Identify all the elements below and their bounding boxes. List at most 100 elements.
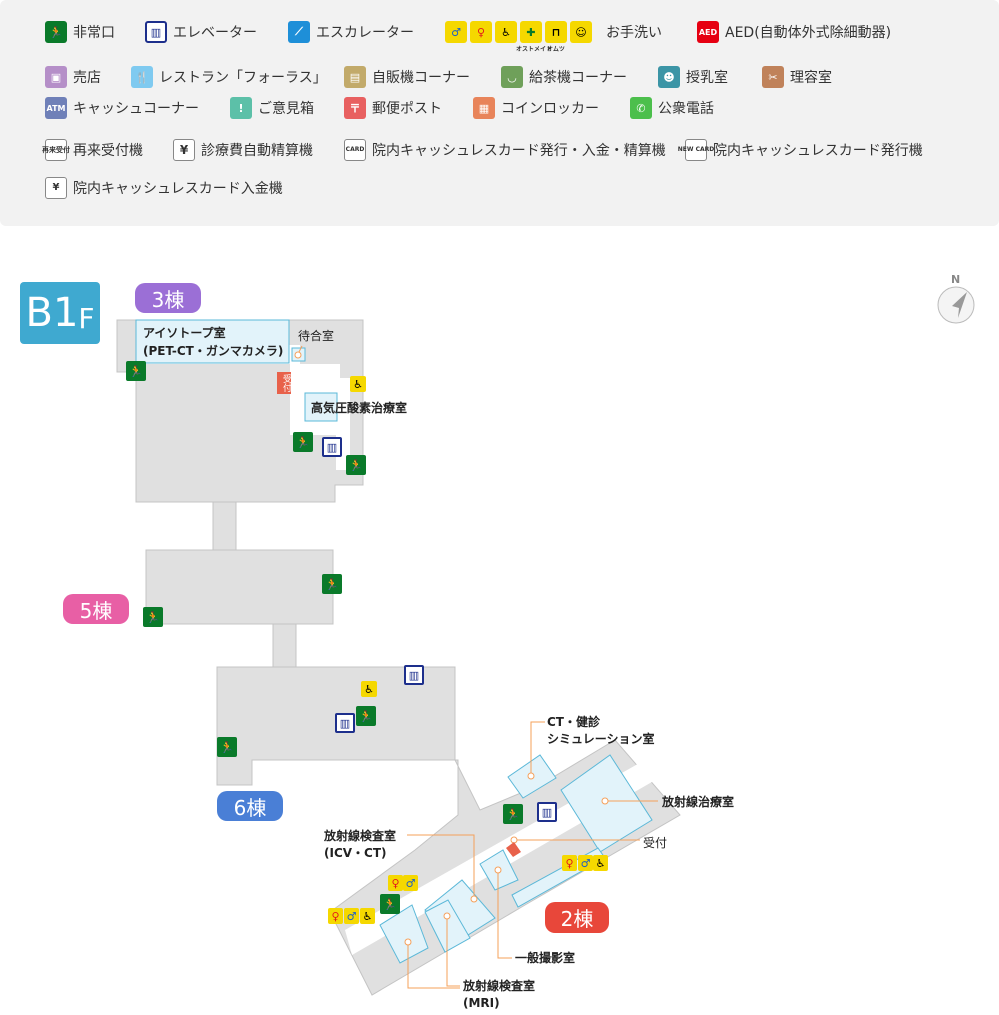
legend-exit: 🏃非常口 xyxy=(45,21,115,43)
legend-barber: ✂理容室 xyxy=(762,66,832,88)
exit-icon: 🏃 xyxy=(293,432,313,452)
exit-icon: 🏃 xyxy=(503,804,523,824)
legend-label: 公衆電話 xyxy=(658,101,714,117)
reception-tag: 受付 xyxy=(277,372,291,394)
exit-icon: 🏃 xyxy=(346,455,366,475)
legend-label: 院内キャッシュレスカード発行機 xyxy=(713,143,923,159)
shop-bag-icon: ▣ xyxy=(45,66,67,88)
legend-label: 院内キャッシュレスカード発行・入金・精算機 xyxy=(372,143,666,159)
toilet-women-icon: ♀ xyxy=(470,21,492,43)
legend-nursing: ☻授乳室 xyxy=(658,66,728,88)
exit-icon: 🏃 xyxy=(380,894,400,914)
legend-label: キャッシュコーナー xyxy=(73,101,199,117)
legend-label: コインロッカー xyxy=(501,101,599,117)
toilet-men-icon: ♂ xyxy=(445,21,467,43)
label-general: 一般撮影室 xyxy=(515,950,575,965)
reception-marker xyxy=(506,842,521,857)
room-mri xyxy=(379,904,429,964)
post-icon: 〒 xyxy=(344,97,366,119)
building-5-tag: 5棟 xyxy=(63,594,129,624)
elevator-icon: ▥ xyxy=(322,437,342,457)
legend-elevator: ▥ エレベーター xyxy=(145,21,257,43)
diaper-icon: ⊓オムツ xyxy=(545,21,567,53)
legend-card-pay: CARD 院内キャッシュレスカード発行・入金・精算機 xyxy=(344,139,666,161)
legend-aed: AED AED(自動体外式除細動器) xyxy=(697,21,891,43)
corridor xyxy=(212,501,237,551)
wheelchair-icon: ♿ xyxy=(361,681,377,697)
label-reception: 受付 xyxy=(643,836,667,850)
legend-label: お手洗い xyxy=(606,25,662,41)
wheelchair-icon: ♿ xyxy=(360,908,375,924)
label-waiting: 待合室 xyxy=(298,328,334,343)
atm-icon: ATM xyxy=(45,97,67,119)
legend-label: 診療費自動精算機 xyxy=(201,143,313,159)
legend-label: 授乳室 xyxy=(686,70,728,86)
legend-label: レストラン「フォーラス」 xyxy=(159,70,327,86)
building-5-floor xyxy=(145,549,334,625)
wheelchair-icon: ♿ xyxy=(593,855,608,871)
legend-label: エレベーター xyxy=(173,25,257,41)
phone-icon: ✆ xyxy=(630,97,652,119)
exit-icon: 🏃 xyxy=(45,21,67,43)
legend-vending: ▤ 自販機コーナー xyxy=(344,66,470,88)
legend-tea: ◡ 給茶機コーナー xyxy=(501,66,627,88)
legend-label: ご意見箱 xyxy=(258,101,314,117)
wheelchair-icon: ♿ xyxy=(495,21,517,43)
elevator-icon: ▥ xyxy=(537,802,557,822)
ostomate-icon: ✚オストメイト xyxy=(516,21,552,53)
fork-knife-icon: 🍴 xyxy=(131,66,153,88)
legend-card-charge: ¥院内キャッシュレスカード入金機 xyxy=(45,177,283,199)
legend-label: AED(自動体外式除細動器) xyxy=(725,25,892,41)
wheelchair-icon: ♿ xyxy=(350,376,366,392)
compass-icon: N xyxy=(937,273,975,324)
legend-payment: ¥ 診療費自動精算機 xyxy=(173,139,313,161)
legend-label: エスカレーター xyxy=(316,25,414,41)
diaper-label: オムツ xyxy=(547,46,565,53)
card-machine-icon: CARD xyxy=(344,139,366,161)
label-icv-sub: (ICV・CT) xyxy=(324,846,387,860)
locker-icon: ▦ xyxy=(473,97,495,119)
exit-icon: 🏃 xyxy=(126,361,146,381)
aed-icon: AED xyxy=(697,21,719,43)
legend-label: 郵便ポスト xyxy=(372,101,442,117)
tea-cup-icon: ◡ xyxy=(501,66,523,88)
elevator-icon: ▥ xyxy=(335,713,355,733)
floor-number: B1 xyxy=(25,290,79,336)
payment-machine-icon: ¥ xyxy=(173,139,195,161)
toilet-women-icon: ♀ xyxy=(562,855,577,871)
legend-restaurant: 🍴 レストラン「フォーラス」 xyxy=(131,66,327,88)
legend-label: 理容室 xyxy=(790,70,832,86)
elevator-icon: ▥ xyxy=(404,665,424,685)
ostomate-label: オストメイト xyxy=(516,46,553,53)
escalator-icon: ⟋ xyxy=(288,21,310,43)
toilet-men-icon: ♂ xyxy=(344,908,359,924)
label-isotope: アイソトープ室 xyxy=(143,325,226,340)
legend-locker: ▦ コインロッカー xyxy=(473,97,599,119)
label-mri: 放射線検査室 xyxy=(462,978,535,993)
revisit-machine-icon: 再来受付 xyxy=(42,139,70,161)
toilet-men-icon: ♂ xyxy=(578,855,593,871)
building-2-tag: 2棟 xyxy=(545,902,609,933)
new-card-icon: NEW CARD xyxy=(678,139,714,161)
legend-label: 自販機コーナー xyxy=(372,70,470,86)
card-charge-icon: ¥ xyxy=(45,177,67,199)
legend-post: 〒郵便ポスト xyxy=(344,97,442,119)
legend-opinion: ! ご意見箱 xyxy=(230,97,314,119)
exit-icon: 🏃 xyxy=(356,706,376,726)
legend-label: 給茶機コーナー xyxy=(529,70,627,86)
legend-label: 売店 xyxy=(73,70,101,86)
toilet-women-icon: ♀ xyxy=(328,908,343,924)
building-3-tag: 3棟 xyxy=(135,283,201,313)
legend-phone: ✆ 公衆電話 xyxy=(630,97,714,119)
legend-shop: ▣ 売店 xyxy=(45,66,101,88)
vending-machine-icon: ▤ xyxy=(344,66,366,88)
exit-icon: 🏃 xyxy=(143,607,163,627)
toilet-women-icon: ♀ xyxy=(388,875,403,891)
toilet-men-icon: ♂ xyxy=(403,875,418,891)
opinion-box-icon: ! xyxy=(230,97,252,119)
elevator-icon: ▥ xyxy=(145,21,167,43)
label-icv: 放射線検査室 xyxy=(323,828,396,843)
exit-icon: 🏃 xyxy=(322,574,342,594)
